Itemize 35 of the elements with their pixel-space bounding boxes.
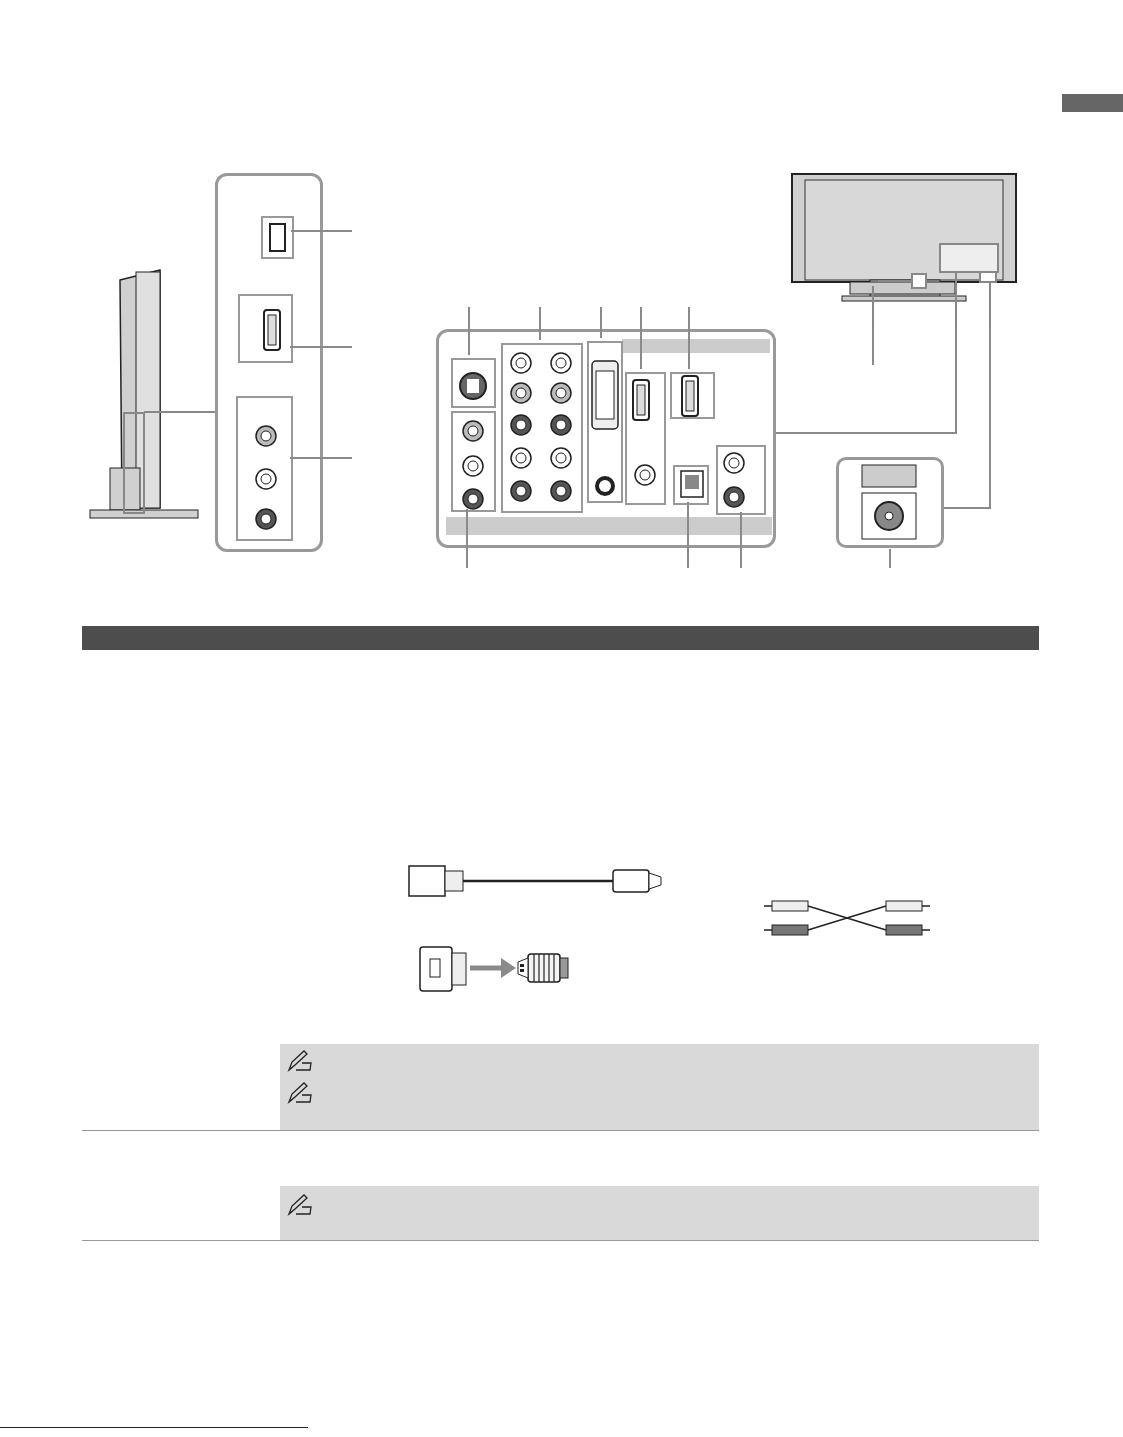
leader-line: [468, 306, 470, 356]
leader-line: [289, 457, 353, 459]
tv-rear-view-drawing: [790, 172, 1018, 327]
leader-line: [943, 326, 991, 509]
leader-line: [640, 306, 642, 370]
leader-line: [199, 411, 216, 413]
antenna-input-inset: [836, 457, 944, 548]
optical-audio-port: [673, 465, 709, 505]
leader-line: [600, 306, 602, 339]
leader-line: [290, 230, 353, 232]
component-jacks: [501, 343, 583, 513]
leader-line: [872, 326, 874, 366]
leader-line: [740, 511, 742, 569]
av-input-jacks: [451, 411, 496, 512]
leader-line: [775, 326, 957, 434]
hdmi-port: [625, 372, 666, 505]
usb-port: [261, 216, 294, 259]
hdmi-port: [670, 372, 715, 419]
leader-line: [688, 306, 690, 370]
dvi-adapter-drawing: [416, 943, 470, 995]
connector-panel-inset: [436, 329, 776, 548]
leader-line: [466, 508, 468, 569]
audio-output-jacks: [716, 445, 766, 515]
leader-line: [289, 346, 353, 348]
leader-line: [687, 501, 689, 569]
hdmi-port: [238, 294, 293, 363]
leader-line: [889, 548, 891, 569]
hdmi-plug-drawing: [516, 950, 570, 986]
arrow: [470, 958, 516, 978]
pc-input-port: [587, 341, 623, 503]
leader-line: [539, 306, 541, 341]
connector-panel-inset: [215, 173, 323, 552]
tv-side-view-drawing: [88, 268, 200, 520]
av-input-jacks: [236, 396, 293, 541]
s-video-jack: [451, 358, 496, 408]
